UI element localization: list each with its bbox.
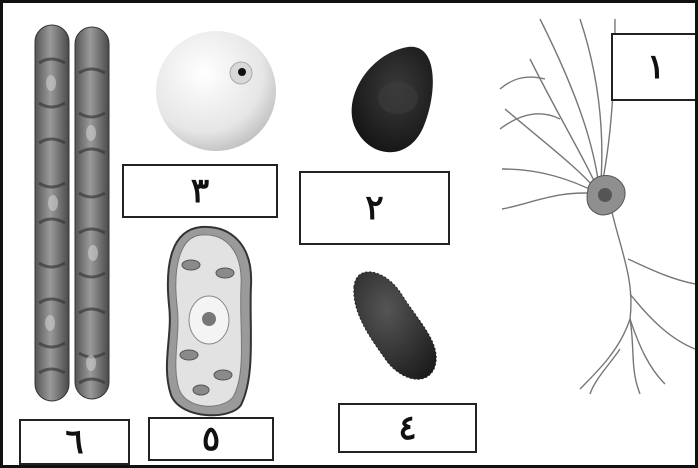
label-box-3: ٣ xyxy=(122,164,278,218)
label-box-1: ١ xyxy=(611,33,698,101)
egg-cell-illustration xyxy=(156,21,276,161)
label-4: ٤ xyxy=(398,408,416,448)
label-5: ٥ xyxy=(202,419,220,459)
plant-cell-illustration xyxy=(161,225,257,417)
label-3: ٣ xyxy=(191,171,209,211)
label-box-5: ٥ xyxy=(148,417,274,461)
muscle-cells-illustration xyxy=(31,23,113,403)
bacterium-illustration xyxy=(346,265,442,385)
label-1: ١ xyxy=(647,47,665,87)
label-box-4: ٤ xyxy=(338,403,477,453)
red-blood-cell-illustration xyxy=(338,43,438,163)
label-2: ٢ xyxy=(365,188,383,228)
label-box-6: ٦ xyxy=(19,419,130,465)
label-box-2: ٢ xyxy=(299,171,450,245)
label-6: ٦ xyxy=(65,422,83,462)
